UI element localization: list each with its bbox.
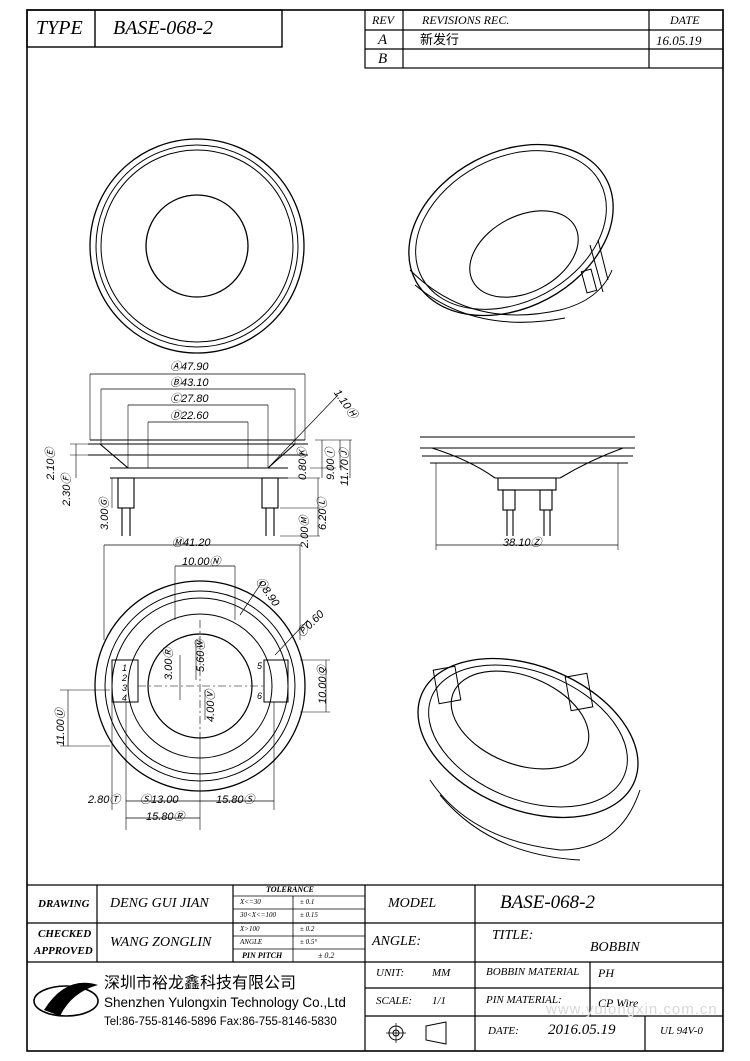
approved-label: APPROVED [34,945,93,957]
type-box [26,9,283,48]
company-name-cn: 深圳市裕龙鑫科技有限公司 [104,973,297,992]
date-label: DATE: [488,1025,519,1037]
dim-bottom-t: 2.80Ⓣ [88,794,121,806]
dim-f: 2.30Ⓕ [61,473,73,506]
tol-value-2: ± 0.15 [300,911,318,919]
dim-l: 6.20Ⓛ [317,497,329,530]
iso-view-bottom [417,657,641,861]
title-block [27,884,723,1051]
drawing-value: DENG GUI JIAN [110,896,209,911]
dim-bottom-r: 3.00Ⓡ [163,647,175,680]
tol-range-4: ANGLE [240,938,263,946]
watermark: www.yulongxin.com.cn [546,1001,718,1018]
bottom-view [60,544,330,830]
pin-3: 3 [122,683,128,693]
front-view [420,436,635,550]
tol-range-2: 30<X<=100 [240,911,276,919]
dim-bottom-u: 11.00Ⓤ [55,708,67,746]
dim-d: Ⓓ22.60 [170,410,209,422]
tol-range-1: X<=30 [240,898,261,906]
tolerance-label: TOLERANCE [266,885,314,894]
pin-4: 4 [122,693,128,703]
dim-bottom-n: 10.00Ⓝ [182,556,221,568]
dim-bottom-s: Ⓢ13.00 [140,794,179,806]
ul-value: UL 94V-0 [660,1025,703,1037]
date-value: 2016.05.19 [548,1022,616,1038]
svg-text:★: ★ [60,988,71,1002]
tol-value-4: ± 0.5° [300,938,318,946]
unit-value: MM [432,967,451,979]
company-logo: ★ [33,982,99,1017]
rev-a-date: 16.05.19 [656,33,702,48]
pin-pitch-label: PIN PITCH [242,951,283,960]
pin-pitch-value: ± 0.2 [318,951,335,960]
pin-material-label: PIN MATERIAL: [486,994,562,1006]
drawing-label: DRAWING [38,898,90,910]
bobbin-material-value: PH [598,966,614,980]
dim-j: 11.70Ⓙ [339,448,351,486]
iso-view-top [408,143,614,323]
dim-bottom-s2: 15.80Ⓢ [216,794,255,806]
checked-value: WANG ZONGLIN [110,935,212,950]
dim-bottom-m: Ⓜ41.20 [172,537,211,549]
type-label: TYPE [36,17,83,39]
rev-col-header: REV [372,13,394,27]
company-contact: Tel:86-755-8146-5896 Fax:86-755-8146-583… [104,1016,337,1028]
dim-g: 3.00Ⓖ [99,497,111,530]
tol-value-1: ± 0.1 [300,898,315,906]
top-view [89,138,305,354]
scale-label: SCALE: [376,995,413,1007]
tol-range-3: X>100 [240,925,260,933]
checked-label: CHECKED [38,928,92,940]
dim-a: Ⓐ47.90 [170,361,209,373]
model-value: BASE-068-2 [500,892,595,913]
bobbin-material-label: BOBBIN MATERIAL [486,966,580,978]
revisions-col-header: REVISIONS REC. [422,13,510,27]
model-label: MODEL [388,896,437,911]
pin-2: 2 [122,673,128,683]
revision-table [364,9,724,69]
tol-value-3: ± 0.2 [300,925,315,933]
company-name-en: Shenzhen Yulongxin Technology Co.,Ltd [104,995,346,1010]
type-value: BASE-068-2 [113,17,213,39]
dim-k: 0.80Ⓚ [297,447,309,480]
pin-1: 1 [122,663,128,673]
dim-z: 38.10Ⓩ [503,537,542,549]
pin-5: 5 [257,661,263,671]
title-label: TITLE: [492,928,534,943]
rev-a-desc: 新发行 [420,33,460,48]
dim-e: 2.10Ⓔ [45,447,57,480]
dim-m: 2.00Ⓜ [299,515,311,548]
scale-value: 1/1 [432,995,447,1007]
date-col-header: DATE [670,13,700,27]
dim-c: Ⓒ27.80 [170,393,209,405]
sheet-border [26,9,724,1052]
unit-label: UNIT: [376,967,405,979]
pin-material-value: CP Wire [598,996,639,1010]
dim-bottom-v: 4.00Ⓥ [205,689,217,722]
side-view [70,373,352,537]
dim-bottom-q: 10.00Ⓠ [317,665,329,704]
dim-bottom-r2: 15.80Ⓡ [146,811,185,823]
rev-b: B [378,51,388,67]
angle-label: ANGLE: [372,934,421,949]
rev-a: A [378,32,388,48]
pin-6: 6 [257,691,263,701]
dim-b: Ⓑ43.10 [170,377,209,389]
dim-bottom-w: 5.60Ⓦ [195,639,207,672]
dim-i: 9.00Ⓘ [325,447,337,480]
title-value: BOBBIN [590,940,640,955]
